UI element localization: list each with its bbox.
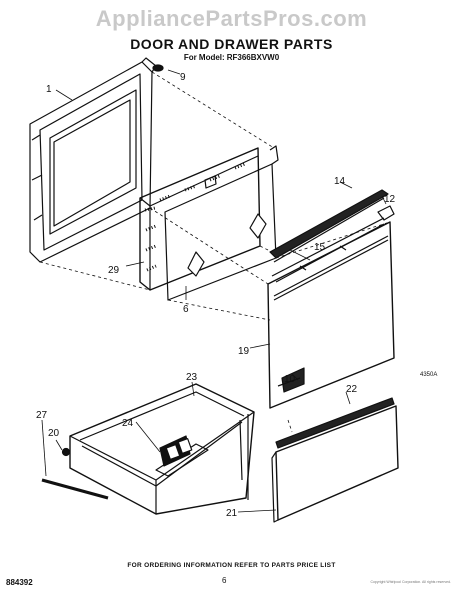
outer-door-panel xyxy=(267,221,395,409)
drawer-front-panel xyxy=(271,405,399,523)
callout-20: 20 xyxy=(48,428,60,439)
callout-29: 29 xyxy=(108,265,120,276)
screw-20 xyxy=(61,447,71,457)
callout-9: 9 xyxy=(180,72,186,83)
model-label: For Model: xyxy=(183,53,225,62)
model-line: For Model:RF366BXVW0 xyxy=(0,53,463,62)
ordering-note: FOR ORDERING INFORMATION REFER TO PARTS … xyxy=(127,562,336,569)
callout-22: 22 xyxy=(346,384,358,395)
callout-1: 1 xyxy=(46,84,52,95)
end-cap-12 xyxy=(377,205,395,221)
callout-15: 15 xyxy=(314,242,326,253)
callout-27: 27 xyxy=(36,410,48,421)
callout-12: 12 xyxy=(384,194,396,205)
leader-lines xyxy=(41,69,387,513)
model-number: RF366BXVW0 xyxy=(226,53,280,62)
callout-10: 10 xyxy=(284,374,296,385)
drawer-glide-27 xyxy=(41,478,109,500)
callout-19: 19 xyxy=(238,346,250,357)
callout-6: 6 xyxy=(183,304,189,315)
callout-21: 21 xyxy=(226,508,238,519)
callout-24: 24 xyxy=(122,418,134,429)
drawer-plate-24 xyxy=(165,438,193,460)
explode-lines xyxy=(39,71,391,433)
page-title: DOOR AND DRAWER PARTS xyxy=(130,36,333,52)
callout-14: 14 xyxy=(334,176,346,187)
trim-strip-14 xyxy=(269,189,389,263)
drawer-trim-22 xyxy=(275,397,395,449)
page-number: 6 xyxy=(222,576,227,585)
callout-23: 23 xyxy=(186,372,198,383)
watermark: AppliancePartsPros.com xyxy=(95,6,368,31)
document-number: 884392 xyxy=(6,578,33,587)
screw-9 xyxy=(152,64,164,72)
door-insulation-panel xyxy=(139,147,261,291)
copyright-notice: Copyright Whirlpool Corporation. All rig… xyxy=(370,580,451,584)
diagram-code: 4350A xyxy=(420,372,437,378)
